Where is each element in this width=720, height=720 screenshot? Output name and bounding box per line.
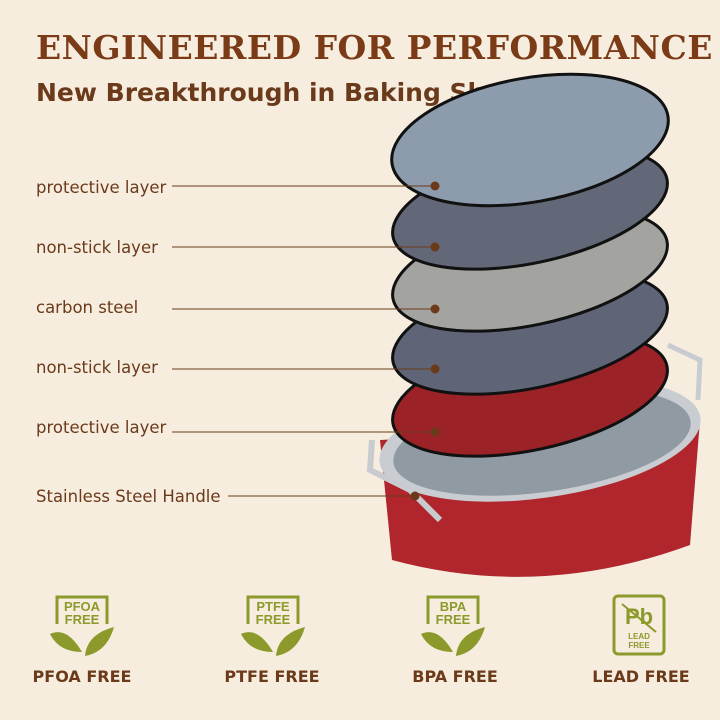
pfoa-free-leaf-icon: PFOA FREE xyxy=(50,595,114,656)
layer-stack xyxy=(390,72,670,458)
left-handle xyxy=(366,439,443,523)
svg-text:PTFE: PTFE xyxy=(256,599,290,614)
layer-label: non-stick layer xyxy=(36,358,158,377)
layer-label: non-stick layer xyxy=(36,238,158,257)
leader-lines xyxy=(172,181,440,501)
layer-label: protective layer xyxy=(36,178,167,197)
page-title: ENGINEERED FOR PERFORMANCE xyxy=(36,28,713,67)
protective-layer-top xyxy=(390,72,670,208)
layer-label: protective layer xyxy=(36,418,167,437)
svg-text:FREE: FREE xyxy=(436,612,471,627)
pfoa-free-label: PFOA FREE xyxy=(32,667,132,686)
bpa-free-label: BPA FREE xyxy=(412,667,498,686)
lead-free-label: LEAD FREE xyxy=(592,667,690,686)
svg-text:BPA: BPA xyxy=(440,599,467,614)
lead-free-icon: Pb LEAD FREE xyxy=(612,594,666,656)
svg-text:PFOA: PFOA xyxy=(64,599,101,614)
svg-text:FREE: FREE xyxy=(65,612,100,627)
handle-label: Stainless Steel Handle xyxy=(36,487,221,506)
svg-text:LEAD: LEAD xyxy=(628,632,650,641)
ptfe-free-label: PTFE FREE xyxy=(224,667,320,686)
right-handle xyxy=(666,342,703,401)
bpa-free-leaf-icon: BPA FREE xyxy=(421,595,485,656)
svg-text:FREE: FREE xyxy=(256,612,291,627)
ptfe-free-leaf-icon: PTFE FREE xyxy=(241,595,305,656)
svg-text:FREE: FREE xyxy=(628,641,650,650)
layer-label: carbon steel xyxy=(36,298,139,317)
